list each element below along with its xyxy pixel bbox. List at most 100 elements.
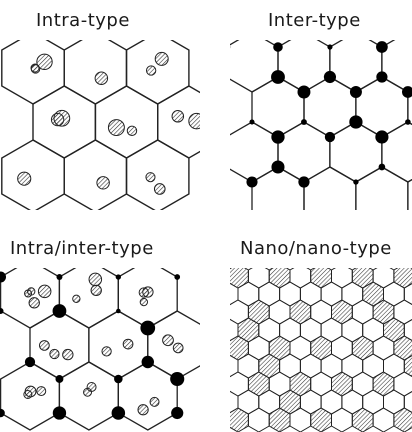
inter-particle <box>0 408 5 418</box>
inter-particle <box>171 406 184 420</box>
inter-particle <box>116 308 121 314</box>
intra-particle <box>107 119 125 137</box>
nano-grain <box>351 371 374 397</box>
nano-phase-grain <box>351 335 374 361</box>
grain <box>303 76 357 138</box>
panel-title-nano-nano: Nano/nano-type <box>240 238 392 259</box>
nano-grain <box>393 371 412 397</box>
inter-particle <box>405 119 411 125</box>
grain <box>94 85 159 159</box>
inter-particle <box>56 274 63 280</box>
intra-particle <box>126 125 138 137</box>
intra-particle <box>137 404 149 416</box>
grain <box>117 268 178 329</box>
intra-particle <box>88 272 103 287</box>
intra-particle <box>145 65 157 76</box>
inter-particle <box>52 406 67 420</box>
inter-particle <box>115 274 122 280</box>
inter-particle <box>352 118 360 126</box>
nano-phase-grain <box>230 268 249 289</box>
inter-particle <box>271 130 285 144</box>
inter-particle <box>246 176 258 188</box>
nano-grain <box>331 407 353 432</box>
intra-particle <box>86 381 97 392</box>
nano-phase-grain <box>268 268 291 289</box>
nano-phase-grain <box>351 407 374 432</box>
nano-grain <box>403 282 412 306</box>
intra-type-diagram <box>1 40 200 210</box>
intra-particle <box>49 348 60 360</box>
inter-particle <box>402 86 412 98</box>
grain <box>63 40 128 105</box>
nano-grain <box>247 268 270 289</box>
grain <box>407 88 412 126</box>
grain <box>277 121 331 183</box>
nano-grain <box>331 268 353 289</box>
nano-phase-grain <box>310 335 332 361</box>
inter-particle <box>170 371 185 387</box>
nano-phase-grain <box>310 407 332 432</box>
nano-grain <box>372 407 395 432</box>
intra-particle <box>171 110 185 123</box>
intra-inter-type-diagram <box>0 268 200 431</box>
inter-particle <box>323 70 337 84</box>
inter-particle <box>350 86 362 98</box>
inter-particle <box>275 74 281 80</box>
intra-particle <box>36 53 53 71</box>
grain <box>381 121 412 183</box>
inter-particle <box>55 375 64 383</box>
nano-grain <box>403 318 412 342</box>
grain <box>125 139 190 210</box>
intra-particle <box>162 334 174 347</box>
grain <box>29 310 90 380</box>
inter-particle <box>324 131 336 143</box>
intra-particle <box>39 340 50 351</box>
intra-particle <box>17 171 32 186</box>
nano-grain <box>289 335 312 361</box>
panel-title-intra: Intra-type <box>36 10 130 31</box>
intra-particle <box>27 287 36 296</box>
nano-grain <box>289 268 312 289</box>
inter-particle <box>378 163 386 171</box>
intra-particle <box>149 396 160 407</box>
intra-particle <box>72 294 81 303</box>
intra-particle <box>37 284 52 299</box>
inter-particle <box>376 71 388 83</box>
nano-phase-grain <box>403 354 412 378</box>
intra-particle <box>90 284 102 297</box>
inter-particle <box>301 119 307 125</box>
intra-particle <box>94 71 109 85</box>
inter-particle <box>24 356 36 368</box>
inter-particle <box>143 323 152 333</box>
intra-particle <box>23 390 33 400</box>
nano-phase-grain <box>230 407 249 432</box>
grain <box>251 76 305 138</box>
nano-grain <box>310 299 332 325</box>
intra-particle <box>145 172 156 183</box>
intra-particle <box>188 112 200 130</box>
inter-particle <box>52 304 67 318</box>
inter-particle <box>271 160 285 174</box>
grain <box>230 121 279 183</box>
panel-title-inter: Inter-type <box>268 10 361 31</box>
intra-particle <box>154 51 169 66</box>
inter-particle <box>0 308 4 314</box>
grain <box>407 178 412 210</box>
grain <box>125 40 190 105</box>
grain <box>329 40 383 93</box>
inter-particle <box>141 355 154 369</box>
nano-nano-type-diagram <box>230 268 412 432</box>
nano-phase-grain <box>393 407 412 432</box>
grain <box>230 40 279 93</box>
intra-particle <box>30 64 41 74</box>
intra-particle <box>153 183 166 195</box>
nano-grain <box>247 407 270 432</box>
inter-type-diagram <box>230 40 412 210</box>
inter-particle <box>375 130 389 144</box>
nano-phase-grain <box>331 299 353 325</box>
inter-particle <box>353 179 359 185</box>
grain <box>0 268 61 329</box>
intra-particle <box>62 348 74 361</box>
inter-particle <box>298 176 310 188</box>
inter-particle <box>297 85 311 99</box>
